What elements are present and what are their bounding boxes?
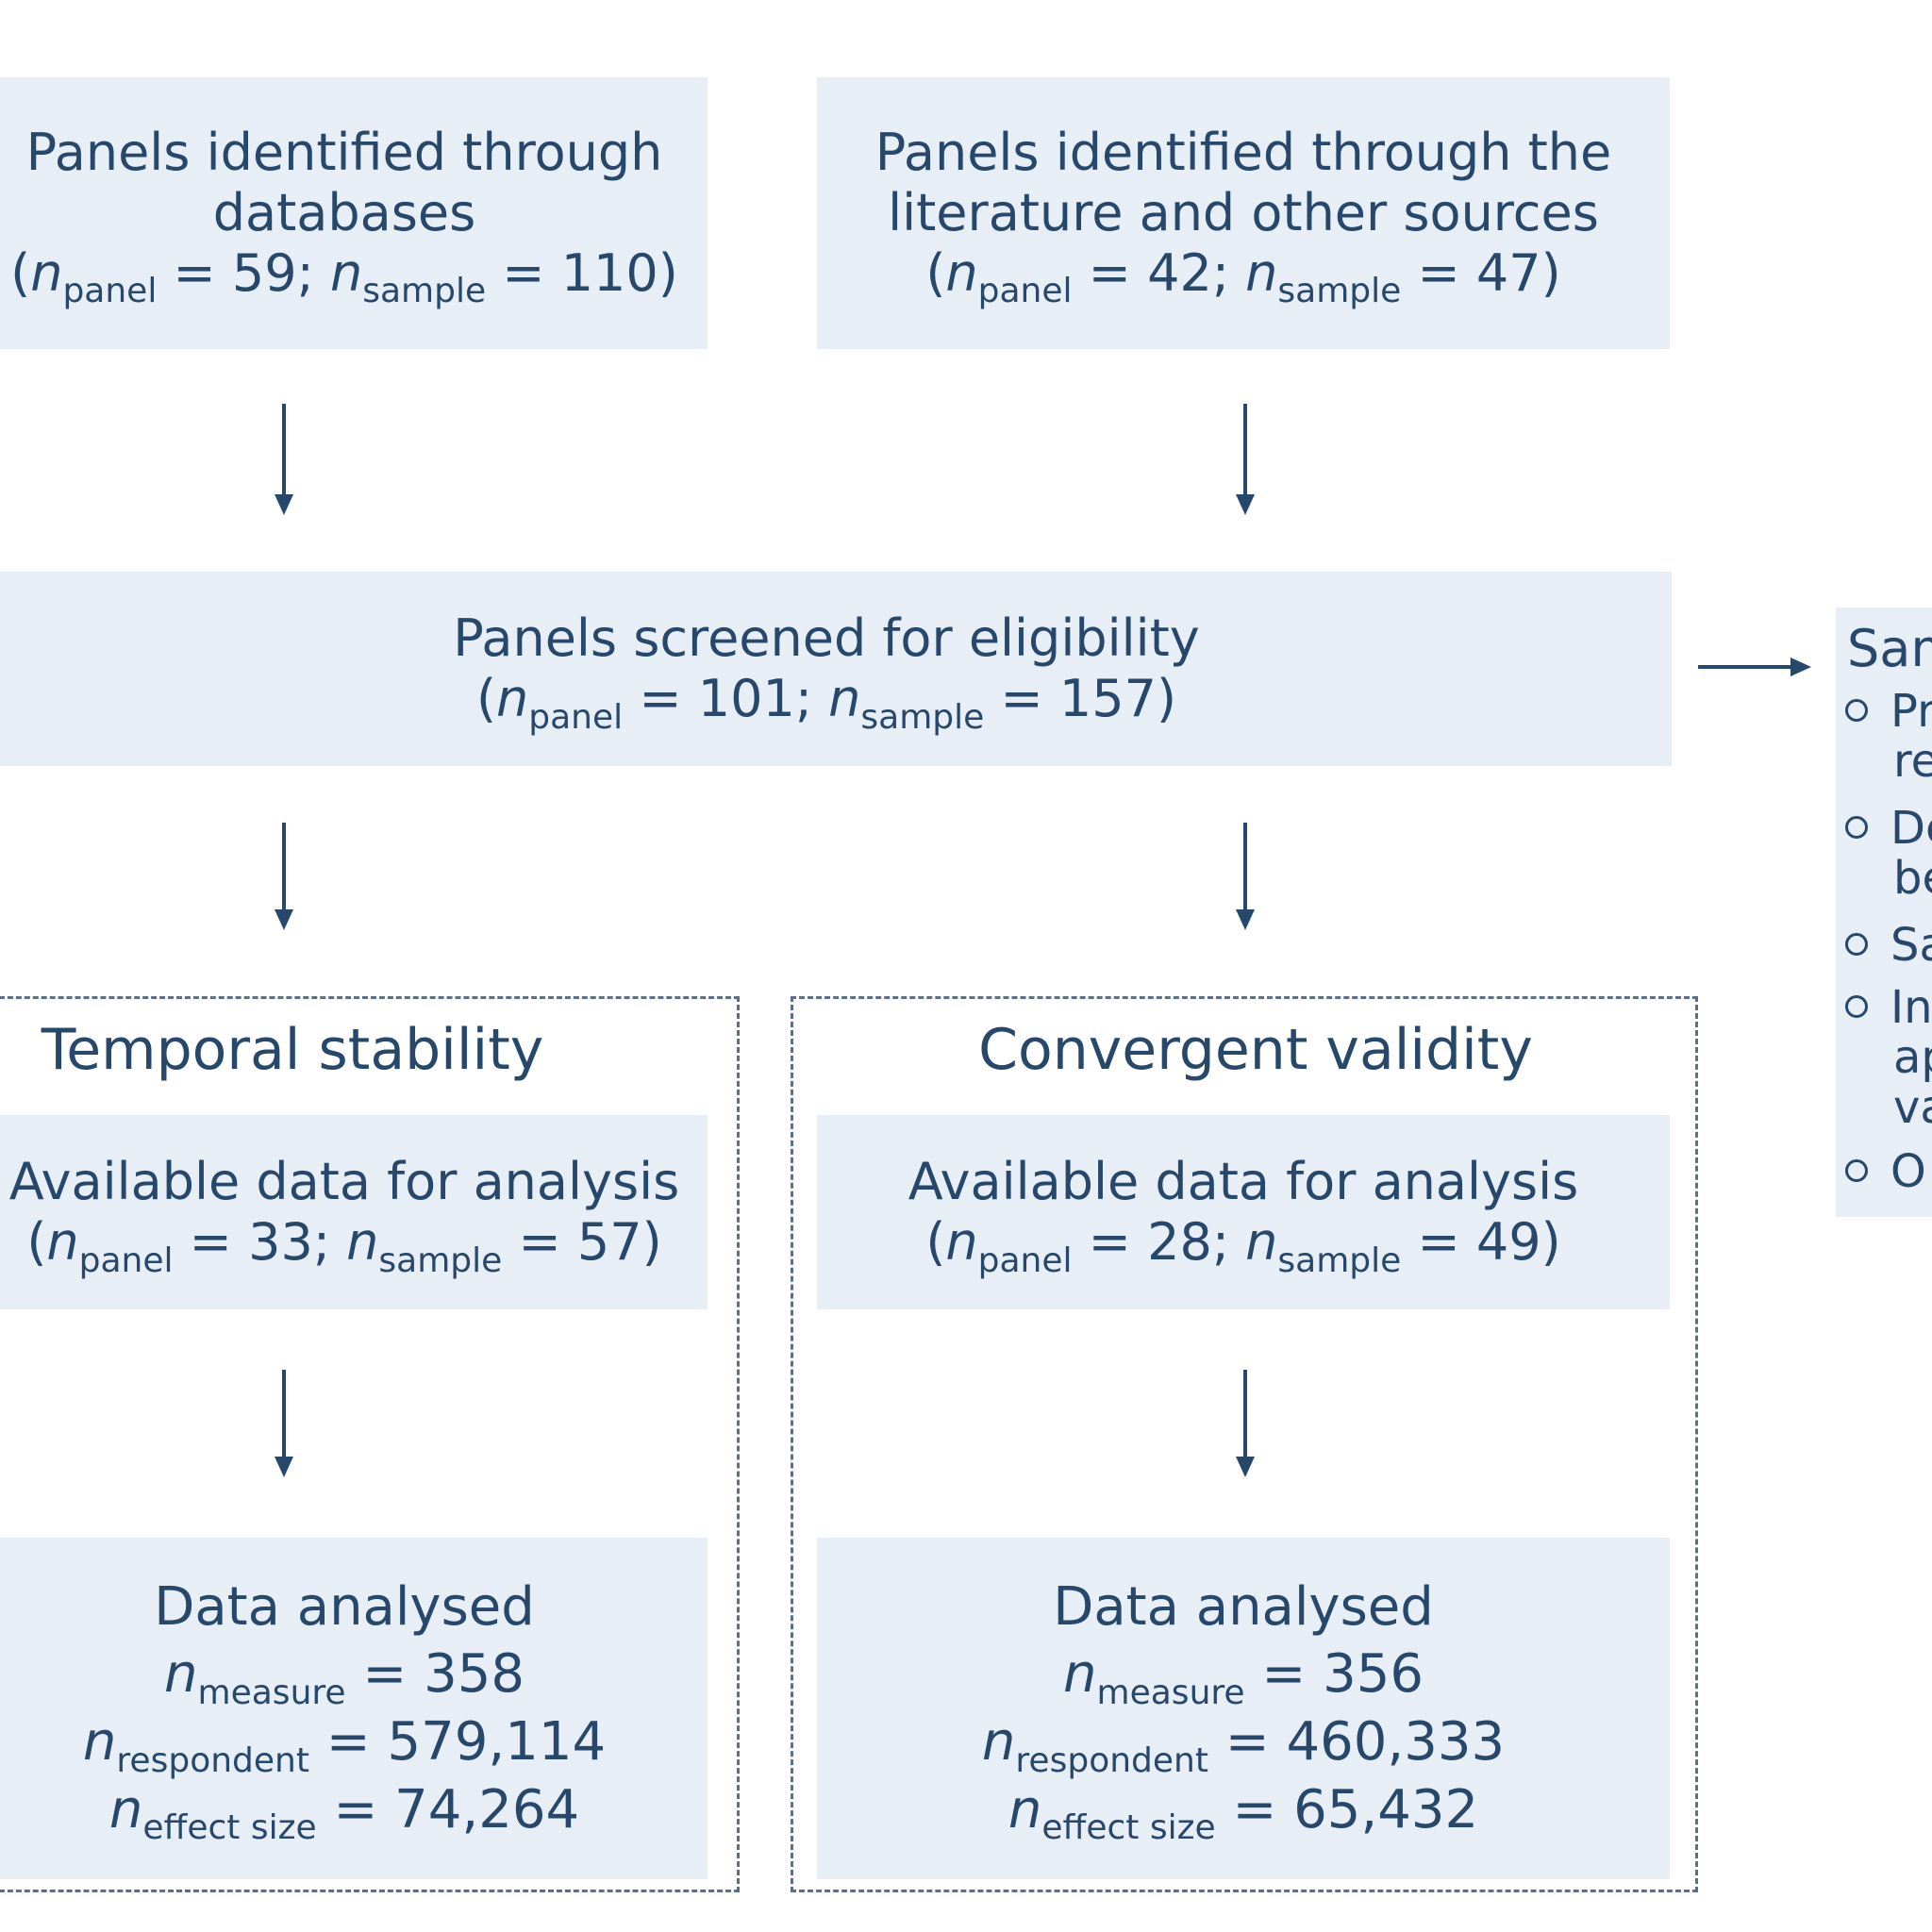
- temporal-analysed-box: Data analysed nmeasure = 358 nrespondent…: [0, 1538, 708, 1879]
- excluded-item-2: De be: [1845, 804, 1932, 904]
- excluded-item-1: Pr re: [1845, 687, 1932, 787]
- literature-line2: literature and other sources: [888, 183, 1599, 243]
- temporal-stability-group: [0, 996, 740, 1892]
- convergent-validity-group: [791, 996, 1698, 1892]
- convergent-available-box: Available data for analysis (npanel = 28…: [817, 1115, 1670, 1309]
- convergent-n-effect-size: neffect size = 65,432: [1008, 1778, 1479, 1848]
- excluded-title: Sam: [1847, 619, 1932, 678]
- excluded-item-4: In ap va: [1845, 983, 1932, 1132]
- convergent-analysed-box: Data analysed nmeasure = 356 nrespondent…: [817, 1538, 1670, 1879]
- databases-counts: (npanel = 59; nsample = 110): [10, 242, 678, 311]
- excluded-item-5: O: [1845, 1147, 1926, 1197]
- temporal-n-measure: nmeasure = 358: [164, 1643, 525, 1712]
- literature-line1: Panels identified through the: [874, 123, 1612, 183]
- arrow-databases-to-screened: [275, 404, 293, 515]
- temporal-analysed-title: Data analysed: [154, 1575, 535, 1638]
- excluded-box: Sam Pr re De be Sa In ap va O: [1836, 608, 1932, 1217]
- databases-line2: databases: [212, 183, 476, 243]
- screened-counts: (npanel = 101; nsample = 157): [475, 669, 1177, 737]
- temporal-available-box: Available data for analysis (npanel = 33…: [0, 1115, 708, 1309]
- convergent-available-counts: (npanel = 28; nsample = 49): [925, 1212, 1561, 1280]
- databases-line1: Panels identified through: [25, 123, 663, 183]
- databases-box: Panels identified through databases (npa…: [0, 77, 708, 349]
- circle-bullet-icon: [1845, 933, 1868, 956]
- circle-bullet-icon: [1845, 699, 1868, 722]
- arrow-temporal-available-to-analysed: [275, 1370, 293, 1481]
- convergent-n-respondent: nrespondent = 460,333: [981, 1711, 1506, 1780]
- arrow-screened-to-temporal: [275, 823, 293, 934]
- convergent-n-measure: nmeasure = 356: [1063, 1643, 1424, 1712]
- literature-box: Panels identified through the literature…: [817, 77, 1670, 349]
- temporal-n-respondent: nrespondent = 579,114: [82, 1711, 607, 1780]
- temporal-n-effect-size: neffect size = 74,264: [108, 1778, 580, 1848]
- temporal-available-title: Available data for analysis: [8, 1152, 680, 1212]
- screened-title: Panels screened for eligibility: [453, 608, 1200, 669]
- excluded-item-3: Sa: [1845, 921, 1932, 971]
- arrow-convergent-available-to-analysed: [1236, 1370, 1255, 1481]
- convergent-analysed-title: Data analysed: [1053, 1575, 1434, 1638]
- circle-bullet-icon: [1845, 995, 1868, 1018]
- literature-counts: (npanel = 42; nsample = 47): [925, 242, 1561, 311]
- convergent-available-title: Available data for analysis: [908, 1152, 1579, 1212]
- arrow-screened-to-convergent: [1236, 823, 1255, 934]
- arrow-literature-to-screened: [1236, 404, 1255, 515]
- screened-box: Panels screened for eligibility (npanel …: [0, 572, 1672, 766]
- temporal-available-counts: (npanel = 33; nsample = 57): [26, 1212, 662, 1280]
- circle-bullet-icon: [1845, 1159, 1868, 1182]
- circle-bullet-icon: [1845, 816, 1868, 839]
- temporal-stability-title: Temporal stability: [41, 1017, 544, 1083]
- convergent-validity-title: Convergent validity: [978, 1017, 1533, 1083]
- arrow-screened-to-excluded: [1698, 658, 1811, 676]
